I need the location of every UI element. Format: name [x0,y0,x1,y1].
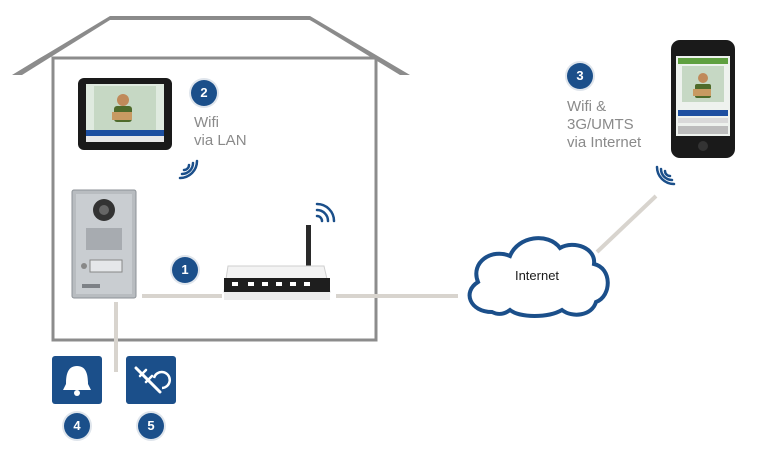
wifi-signal-icon [178,159,199,180]
badge-5: 5 [138,413,164,439]
door-station [71,189,137,299]
wifi-lan-label-line1: Wifi [194,114,219,131]
internet-label: Internet [514,268,560,283]
router [223,225,331,300]
badge-4: 4 [64,413,90,439]
cable-internet-phone [595,194,658,254]
badge-1: 1 [172,257,198,283]
badge-2: 2 [191,80,217,106]
mobile-label-line3: via Internet [567,134,642,151]
house-walls [51,56,378,342]
tablet-monitor [78,78,172,150]
smartphone [671,40,735,158]
door-opener-icon [126,356,176,404]
phone-wifi-icon [655,165,676,186]
badge-3: 3 [567,63,593,89]
wifi-lan-label-line2: via LAN [194,132,247,149]
mobile-label-line2: 3G/UMTS [567,116,634,133]
internet-cloud [467,236,610,318]
house-roof [12,16,410,75]
bell-icon [52,356,102,404]
router-wifi-icon [315,202,336,223]
mobile-label-line1: Wifi & [567,98,607,115]
